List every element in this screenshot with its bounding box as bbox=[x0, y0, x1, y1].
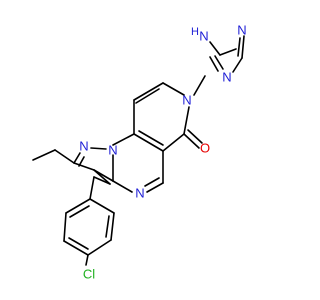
bond-lines bbox=[32, 35, 245, 266]
bond-pyrazole-2 bbox=[90, 147, 107, 150]
bond-phenyl-2-double bbox=[105, 215, 110, 238]
bond-pyrimidine-2-double bbox=[144, 177, 160, 187]
atom-o-carbonyl: O bbox=[200, 141, 210, 156]
bond-triazole-1 bbox=[209, 41, 221, 56]
bond-phenyl-cl bbox=[85, 254, 89, 266]
bond-pyrazole-3 bbox=[73, 152, 81, 164]
bond-ethyl-1 bbox=[54, 149, 75, 164]
bond-pyr-ch-ch-double bbox=[135, 88, 160, 104]
bond-phenyl-5 bbox=[63, 212, 67, 242]
atom-labels: N H N N N O N N N Cl bbox=[79, 23, 246, 282]
bond-pyrazole-4-double bbox=[93, 176, 111, 185]
atom-n-pyridinone: N bbox=[182, 93, 191, 108]
bond-phenyl-3 bbox=[87, 239, 112, 256]
bond-pyrazole-4 bbox=[73, 162, 95, 171]
molecule-structure-diagram: N H N N N O N N N Cl bbox=[32, 23, 247, 282]
atom-n-pyrazole-bridge: N bbox=[108, 143, 117, 158]
bond-phenyl-2 bbox=[110, 212, 115, 241]
bond-pyrazole-to-phenyl bbox=[89, 176, 95, 200]
bond-pyrimidine-3 bbox=[112, 180, 133, 193]
bond-triazole-2 bbox=[219, 48, 237, 56]
bond-pyrimidine-2 bbox=[146, 182, 164, 193]
bond-triazole-3-double bbox=[237, 37, 241, 57]
bond-carbonyl-o-double bbox=[187, 129, 203, 144]
bond-triazole-5-double bbox=[214, 55, 224, 70]
atom-cl-substituent: Cl bbox=[83, 267, 95, 282]
bond-phenyl-4 bbox=[63, 240, 89, 256]
bond-triazole-4 bbox=[232, 57, 243, 73]
bond-carbonyl-o bbox=[183, 133, 200, 149]
bond-phenyl-6-double bbox=[69, 205, 90, 218]
atom-n-pyrimidine: N bbox=[135, 186, 144, 201]
bond-phenyl-4-double bbox=[68, 237, 89, 250]
bond-triazole-5 bbox=[209, 56, 219, 72]
bond-phenyl-1 bbox=[89, 198, 115, 214]
atom-h-triazole: H bbox=[191, 26, 199, 38]
bond-pyr-ch-ch bbox=[133, 82, 164, 101]
bond-junction-c-double bbox=[138, 130, 164, 146]
bond-triazole-to-pyridinone-n bbox=[193, 75, 206, 96]
bond-carbonyl-n bbox=[183, 106, 190, 135]
bond-pyrazole-5 bbox=[93, 169, 111, 185]
atom-n-pyrazole-left: N bbox=[79, 139, 88, 154]
bond-phenyl-6 bbox=[65, 198, 91, 214]
bond-junction-c bbox=[133, 133, 164, 152]
bond-ethyl-2 bbox=[32, 149, 56, 161]
atom-n-triazole-top: N bbox=[237, 23, 246, 38]
bond-pyrimidine-5 bbox=[112, 133, 135, 146]
atom-n-triazole-right: N bbox=[222, 70, 231, 85]
atom-n-triazole-h: N bbox=[199, 29, 208, 44]
bond-triazole-3 bbox=[241, 35, 245, 59]
bond-pyr-c-carbonyl bbox=[162, 133, 185, 152]
bond-pyr-n-ch bbox=[162, 82, 185, 96]
